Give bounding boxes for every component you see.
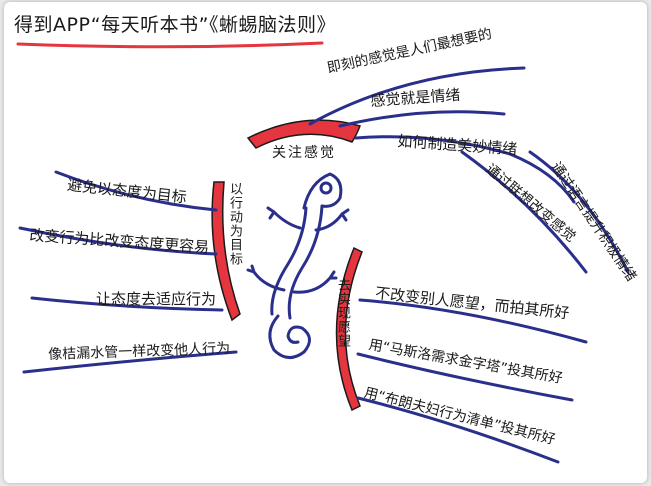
focus-sub-line-1 [528, 150, 630, 274]
branch-label-fulfill-wish: 去实现愿望 [335, 278, 350, 348]
focus-line-2 [338, 110, 506, 128]
focus-line-3 [354, 135, 576, 204]
wish-line-2 [356, 352, 574, 402]
act-line-1 [54, 170, 218, 212]
act-line-3 [30, 296, 224, 312]
lizard-drawing [246, 172, 350, 359]
act-item-3: 让态度去适应行为 [96, 290, 217, 308]
mind-map-sheet: 得到APP“每天听本书”《蜥蜴脑法则》 关注感觉 以行动为目标 去实现愿望 即刻… [4, 2, 647, 483]
focus-sub-line-2 [460, 150, 588, 274]
branch-label-act-goal: 以行动为目标 [227, 182, 242, 266]
wish-line-3 [356, 396, 560, 464]
fulfill-wish-band [335, 246, 363, 412]
page-title: 得到APP“每天听本书”《蜥蜴脑法则》 [14, 14, 336, 36]
branch-label-focus-feeling: 关注感觉 [272, 145, 336, 161]
act-line-2 [18, 226, 218, 256]
wish-line-1 [358, 298, 588, 344]
focus-line-1 [308, 66, 526, 126]
mind-map-strokes [16, 41, 630, 464]
act-line-4 [22, 350, 238, 374]
act-goal-band [211, 181, 241, 322]
focus-feeling-band [246, 119, 362, 149]
title-underline [16, 41, 324, 49]
